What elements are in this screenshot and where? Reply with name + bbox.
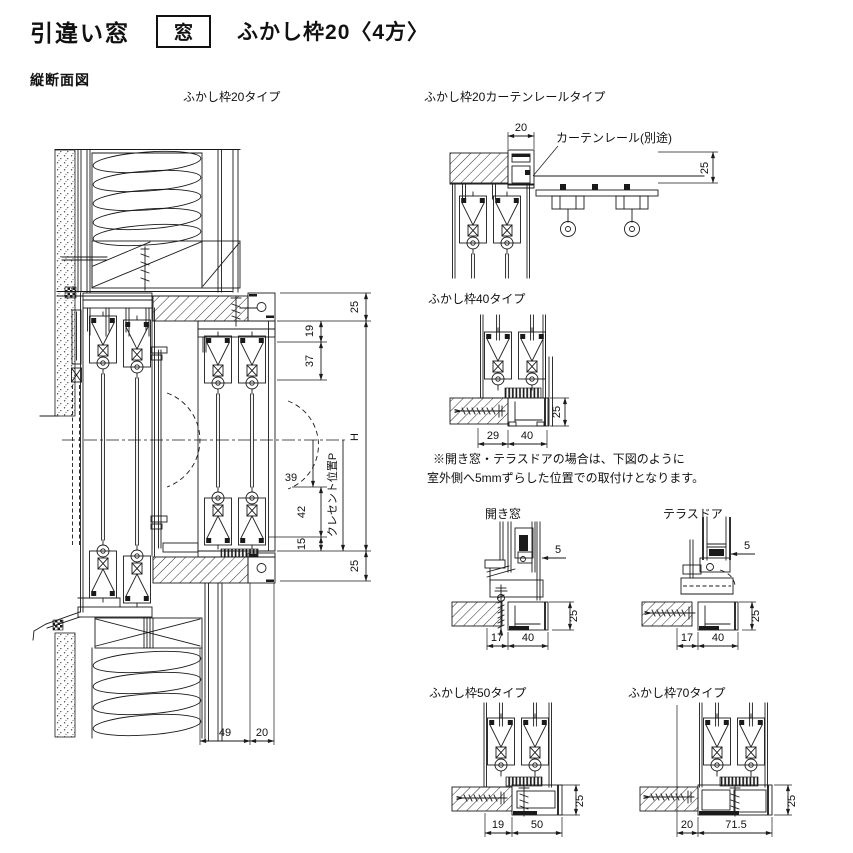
f70-dimensions: 25 20 71.5 <box>676 784 798 837</box>
hiraki-dim-40: 40 <box>522 632 534 644</box>
section-label: 縦断面図 <box>30 72 90 88</box>
page-title: 引違い窓 <box>30 20 130 46</box>
f70-dim-25: 25 <box>786 795 798 807</box>
terrace-dim-40: 40 <box>712 632 724 644</box>
f50-drawing-label: ふかし枠50タイプ <box>429 686 526 700</box>
curtain-geometry <box>449 149 705 279</box>
curtain-dim-25: 25 <box>699 162 711 174</box>
curtain-rail-callout: カーテンレール(別途) <box>556 130 672 145</box>
main-dim-20: 20 <box>256 727 268 739</box>
terrace-dim-5: 5 <box>744 540 750 552</box>
main-dim-19: 19 <box>304 325 316 337</box>
main-sill-and-wall-bottom-geometry <box>32 582 223 741</box>
main-existing-window-geometry <box>72 292 168 613</box>
curtain-drawing-label: ふかし枠20カーテンレールタイプ <box>424 90 605 104</box>
f40-dim-25: 25 <box>551 406 563 418</box>
note-line-1: ※開き窓・テラスドアの場合は、下図のように <box>433 451 685 466</box>
main-head-geometry <box>56 286 276 552</box>
f40-geometry <box>449 314 553 427</box>
f70-type-drawing: ふかし枠70タイプ <box>628 686 798 837</box>
f70-drawing-label: ふかし枠70タイプ <box>628 686 725 700</box>
f70-geometry <box>639 702 773 837</box>
f40-dim-29: 29 <box>487 430 499 442</box>
page-subtitle: ふかし枠20〈4方〉 <box>237 21 430 44</box>
f40-dimensions: 25 29 40 <box>477 397 569 448</box>
main-dim-49: 49 <box>219 727 231 739</box>
note-line-2: 室外側へ5mmずらした位置での取付けとなります。 <box>427 470 704 485</box>
main-dim-top-25: 25 <box>349 301 361 313</box>
hiraki-dim-25: 25 <box>568 610 580 622</box>
f50-dim-25: 25 <box>574 795 586 807</box>
f50-geometry <box>451 702 563 817</box>
f50-type-drawing: ふかし枠50タイプ 25 <box>429 686 586 837</box>
main-dim-crescent-position: クレセント位置P <box>325 453 339 537</box>
main-dim-15: 15 <box>296 538 308 550</box>
terrace-door-drawing: テラスドア <box>641 507 762 650</box>
main-dim-bottom-25: 25 <box>349 560 361 572</box>
page-header: 引違い窓 窓 ふかし枠20〈4方〉 <box>30 14 429 48</box>
f50-dimensions: 25 19 50 <box>484 784 586 837</box>
f70-dim-20: 20 <box>681 819 693 831</box>
f70-dim-71-5: 71.5 <box>725 819 746 831</box>
terrace-label: テラスドア <box>663 507 723 521</box>
curtain-dimensions: 20 カーテンレール(別途) 25 <box>507 122 718 184</box>
curtain-dim-20: 20 <box>515 122 527 134</box>
f50-dim-19: 19 <box>492 819 504 831</box>
main-dimensions: 25 19 37 H 39 クレセント位置P 42 15 25 49 20 <box>199 292 371 745</box>
hiraki-dimensions: 5 25 17 40 <box>486 544 580 650</box>
installation-note: ※開き窓・テラスドアの場合は、下図のように 室外側へ5mmずらした位置での取付け… <box>427 451 704 485</box>
f40-drawing-label: ふかし枠40タイプ <box>428 292 525 306</box>
hiraki-window-drawing: 開き窓 <box>451 506 580 650</box>
main-section-drawing: ふかし枠20タイプ <box>32 90 371 745</box>
f40-type-drawing: ふかし枠40タイプ <box>428 292 569 448</box>
terrace-dim-25: 25 <box>750 610 762 622</box>
hiraki-dim-5: 5 <box>555 544 561 556</box>
main-dim-37: 37 <box>304 355 316 367</box>
terrace-dim-17: 17 <box>681 632 693 644</box>
main-dim-h: H <box>349 433 361 441</box>
terrace-dimensions: 5 25 17 40 <box>676 540 762 650</box>
window-category-badge: 窓 <box>156 14 212 48</box>
main-drawing-label: ふかし枠20タイプ <box>183 90 280 104</box>
main-wall-top-geometry <box>39 149 241 417</box>
hiraki-geometry <box>451 521 549 636</box>
f50-dim-50: 50 <box>531 819 543 831</box>
main-dim-39: 39 <box>285 472 297 484</box>
terrace-geometry <box>641 516 739 631</box>
main-new-window-geometry <box>152 320 276 584</box>
hiraki-dim-17: 17 <box>491 632 503 644</box>
hiraki-label: 開き窓 <box>485 506 521 521</box>
curtain-rail-type-drawing: ふかし枠20カーテンレールタイプ <box>424 90 718 279</box>
main-dim-42: 42 <box>296 506 308 518</box>
f40-dim-40: 40 <box>521 430 533 442</box>
